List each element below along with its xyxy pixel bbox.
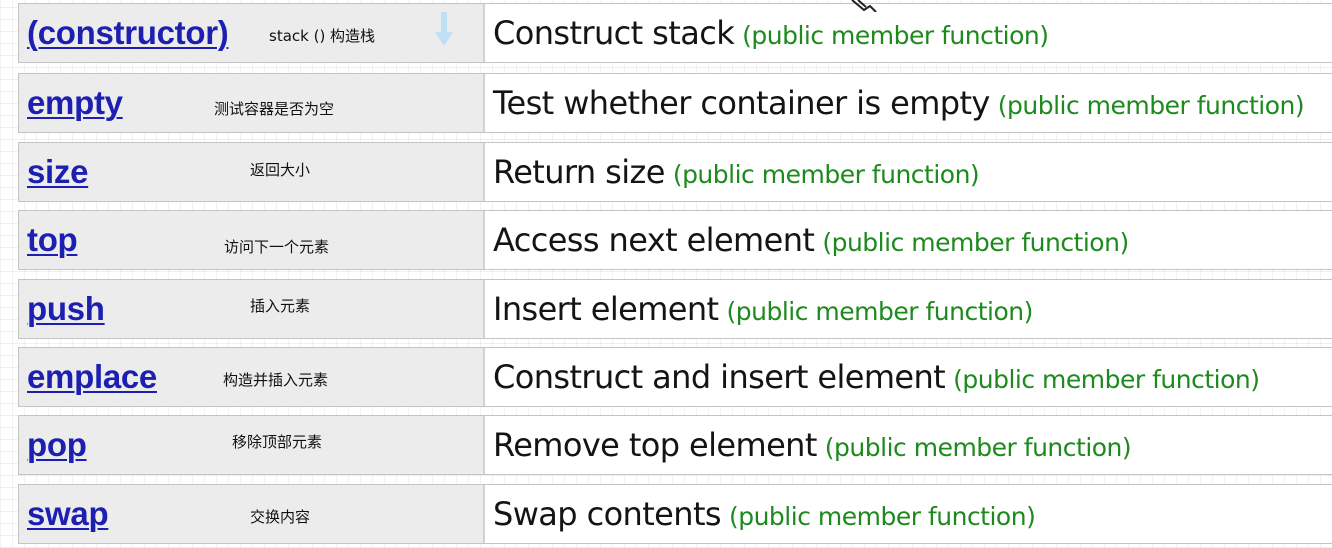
- description-cell: Access next element(public member functi…: [485, 211, 1332, 269]
- function-name-cell: top 访问下一个元素: [19, 211, 485, 269]
- table-row: (constructor) stack () 构造栈 Construct sta…: [18, 3, 1332, 63]
- member-kind-label: (public member function): [953, 365, 1260, 394]
- function-name-cell: (constructor) stack () 构造栈: [19, 4, 485, 62]
- description-text: Test whether container is empty: [493, 84, 990, 122]
- description-cell: Test whether container is empty(public m…: [485, 74, 1332, 132]
- push-link[interactable]: push: [27, 290, 105, 327]
- annotation-note: 构造并插入元素: [223, 371, 329, 389]
- member-kind-label: (public member function): [726, 297, 1034, 326]
- table-row: push 插入元素 Insert element(public member f…: [18, 279, 1332, 339]
- function-name-cell: push 插入元素: [19, 280, 485, 338]
- annotation-note: 返回大小: [250, 161, 311, 179]
- down-arrow-icon: [435, 12, 453, 46]
- description-text: Construct stack: [493, 14, 735, 52]
- emplace-link[interactable]: emplace: [27, 358, 157, 395]
- table-row: top 访问下一个元素 Access next element(public m…: [18, 210, 1332, 270]
- table-row: swap 交换内容 Swap contents(public member fu…: [18, 484, 1332, 544]
- table-row: emplace 构造并插入元素 Construct and insert ele…: [18, 347, 1332, 407]
- description: Construct and insert element(public memb…: [493, 358, 1260, 396]
- member-kind-label: (public member function): [997, 91, 1305, 120]
- description-text: Return size: [493, 153, 665, 191]
- description: Return size(public member function): [493, 153, 980, 191]
- description-cell: Remove top element(public member functio…: [485, 416, 1332, 474]
- swap-link[interactable]: swap: [27, 495, 109, 532]
- description-text: Construct and insert element: [493, 358, 946, 396]
- description: Test whether container is empty(public m…: [493, 84, 1305, 122]
- function-name-cell: swap 交换内容: [19, 485, 485, 543]
- size-link[interactable]: size: [27, 153, 89, 190]
- description-cell: Swap contents(public member function): [485, 485, 1332, 543]
- annotation-note: 插入元素: [250, 297, 311, 315]
- description-cell: Return size(public member function): [485, 143, 1332, 201]
- description-text: Access next element: [493, 221, 815, 259]
- member-kind-label: (public member function): [728, 502, 1036, 531]
- annotation-note: 访问下一个元素: [224, 238, 330, 256]
- description: Construct stack(public member function): [493, 14, 1049, 52]
- table-row: pop 移除顶部元素 Remove top element(public mem…: [18, 415, 1332, 475]
- annotation-note: 交换内容: [250, 508, 311, 526]
- function-name-cell: pop 移除顶部元素: [19, 416, 485, 474]
- member-kind-label: (public member function): [672, 160, 980, 189]
- description-cell: Insert element(public member function): [485, 280, 1332, 338]
- function-name-cell: empty 测试容器是否为空: [19, 74, 485, 132]
- member-kind-label: (public member function): [742, 21, 1049, 50]
- annotation-note: stack () 构造栈: [269, 27, 376, 45]
- function-name-cell: emplace 构造并插入元素: [19, 348, 485, 406]
- description-text: Remove top element: [493, 426, 817, 464]
- description-cell: Construct stack(public member function): [485, 4, 1332, 62]
- description: Swap contents(public member function): [493, 495, 1036, 533]
- annotation-note: 移除顶部元素: [232, 433, 323, 451]
- table-row: size 返回大小 Return size(public member func…: [18, 142, 1332, 202]
- description: Insert element(public member function): [493, 290, 1033, 328]
- annotation-note: 测试容器是否为空: [214, 100, 335, 118]
- mouse-cursor-icon: [851, 0, 877, 12]
- description: Access next element(public member functi…: [493, 221, 1129, 259]
- function-name-cell: size 返回大小: [19, 143, 485, 201]
- top-link[interactable]: top: [27, 221, 78, 258]
- pop-link[interactable]: pop: [27, 426, 87, 463]
- constructor-link[interactable]: (constructor): [27, 14, 229, 51]
- member-kind-label: (public member function): [824, 433, 1132, 462]
- description-cell: Construct and insert element(public memb…: [485, 348, 1332, 406]
- description-text: Swap contents: [493, 495, 722, 533]
- description-text: Insert element: [493, 290, 719, 328]
- description: Remove top element(public member functio…: [493, 426, 1132, 464]
- table-row: empty 测试容器是否为空 Test whether container is…: [18, 73, 1332, 133]
- empty-link[interactable]: empty: [27, 84, 123, 121]
- member-kind-label: (public member function): [822, 228, 1129, 257]
